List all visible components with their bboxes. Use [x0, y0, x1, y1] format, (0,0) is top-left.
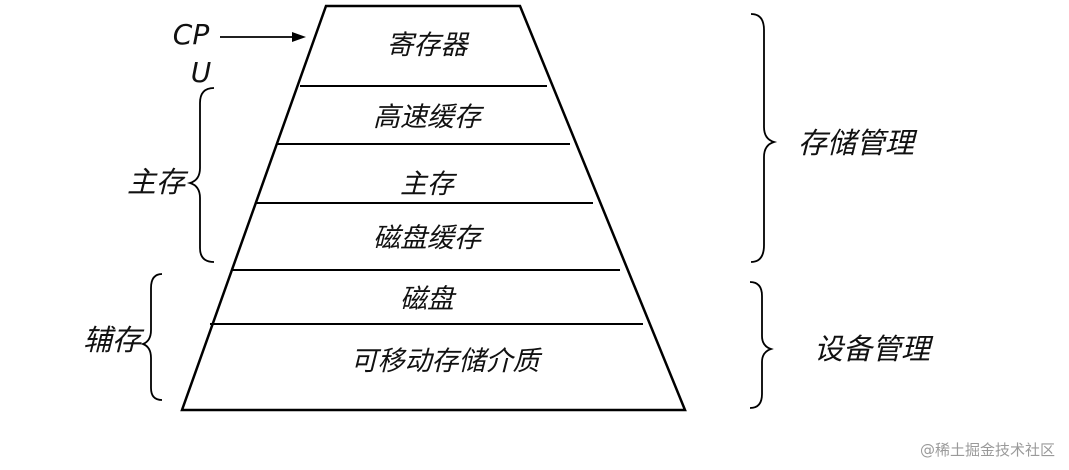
brace-secondary-storage-icon	[140, 273, 163, 401]
layer-label-removable-media: 可移动存储介质	[351, 346, 543, 377]
watermark: @稀土掘金技术社区	[919, 441, 1055, 459]
left-group-label-main-memory: 主存	[127, 165, 189, 199]
layer-label-cache: 高速缓存	[373, 102, 485, 133]
right-group-label-storage-management: 存储管理	[798, 126, 918, 160]
cpu-label-line1: CP	[173, 18, 210, 51]
left-group-label-secondary-storage: 辅存	[83, 323, 145, 357]
right-group-label-device-management: 设备管理	[814, 332, 934, 366]
layer-label-main-memory: 主存	[400, 169, 458, 200]
pyramid-outline	[180, 4, 687, 412]
layer-label-disk: 磁盘	[400, 284, 457, 315]
layer-label-registers: 寄存器	[387, 30, 470, 61]
brace-main-memory-icon	[186, 87, 215, 263]
brace-storage-management-icon	[750, 13, 778, 263]
cpu-arrow-icon	[220, 32, 306, 42]
cpu-label-line2: U	[191, 56, 212, 89]
brace-device-management-icon	[749, 281, 774, 409]
layer-label-disk-cache: 磁盘缓存	[373, 223, 485, 254]
